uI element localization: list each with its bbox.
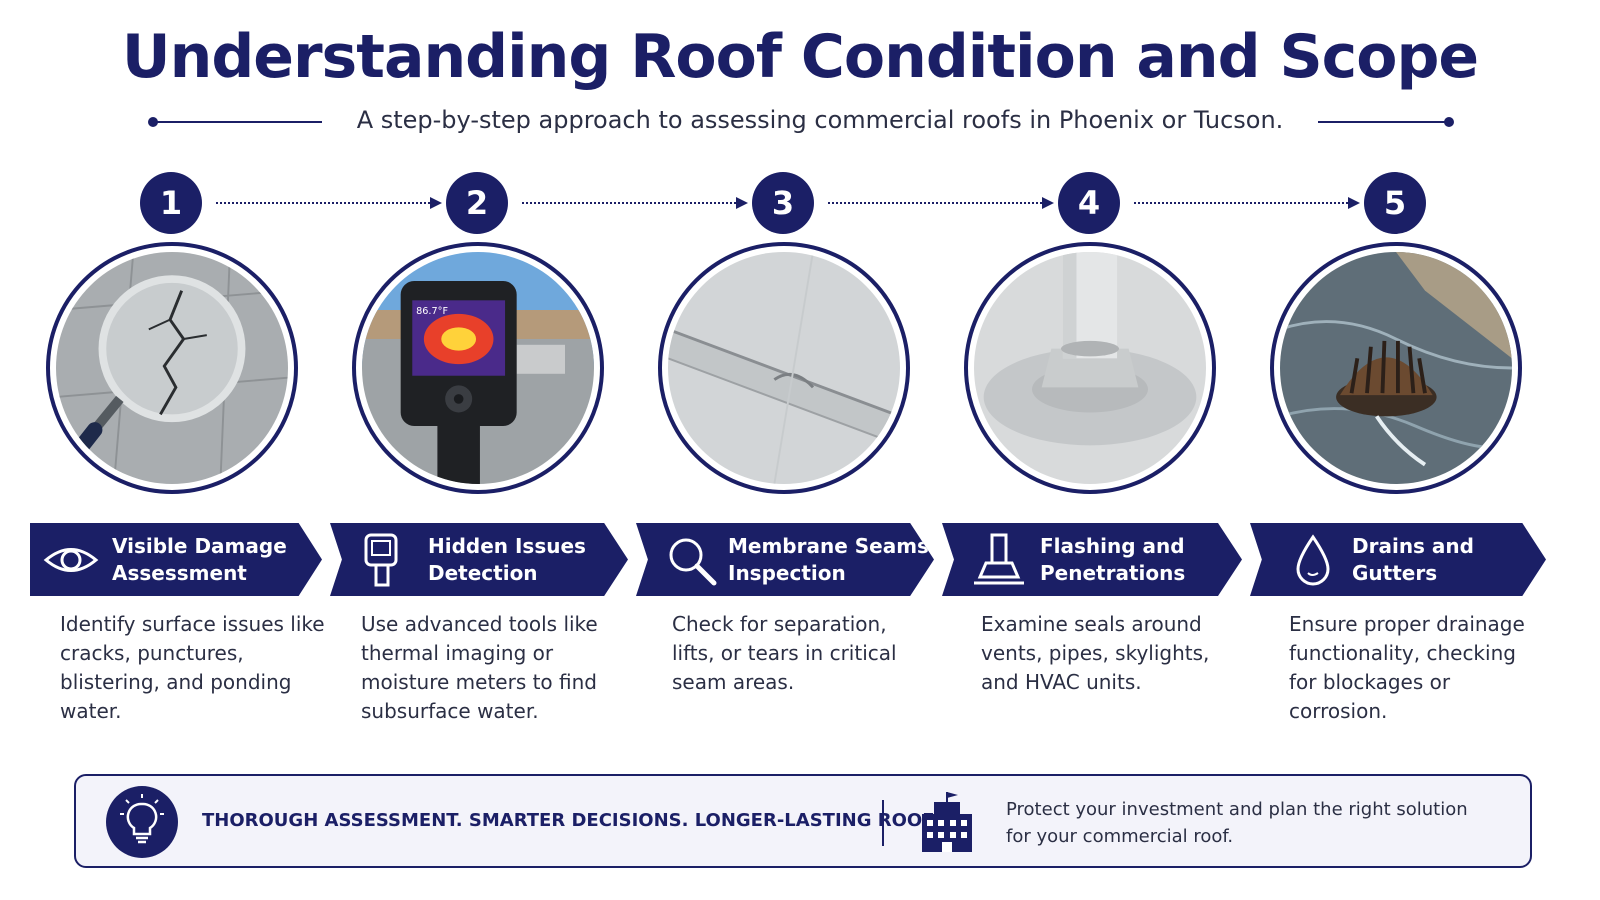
pipe-flashing-illustration [974,252,1206,484]
footer-panel: THOROUGH ASSESSMENT. SMARTER DECISIONS. … [74,774,1532,868]
step-arrow-2-3 [522,197,748,209]
membrane-seam-illustration [668,252,900,484]
footer-divider [882,800,884,846]
step-arrow-1-2 [216,197,442,209]
roof-drain-illustration [1280,252,1512,484]
step-description-4: Examine seals around vents, pipes, skyli… [981,612,1210,694]
page-title: Understanding Roof Condition and Scope [121,22,1479,92]
step-number-1: 1 [140,172,202,234]
page-subtitle: A step-by-step approach to assessing com… [356,106,1284,134]
thermal-reading: 86.7°F [416,306,448,317]
step-photo-4 [964,242,1216,494]
step-number-2: 2 [446,172,508,234]
step-arrow-4-5 [1134,197,1360,209]
step-number-4: 4 [1058,172,1120,234]
step-number-5: 5 [1364,172,1426,234]
water-drop-icon [1296,534,1330,586]
lightbulb-icon [106,786,178,858]
step-banner-1: Visible Damage Assessment [30,523,322,596]
step-arrow-3-4 [828,197,1054,209]
step-title-3: Membrane Seams Inspection [728,534,929,585]
step-title-4: Flashing and Penetrations [1040,534,1186,585]
step-photo-2: 86.7°F [352,242,604,494]
step-banner-3: Membrane Seams Inspection [636,523,934,596]
step-title-2: Hidden Issues Detection [428,534,586,585]
cracked-roof-magnifier-illustration [56,252,288,484]
step-title-1: Visible Damage Assessment [112,534,287,585]
footer-message: Protect your investment and plan the rig… [1006,799,1468,847]
eye-icon [43,548,99,572]
step-banner-2: Hidden Issues Detection [330,523,628,596]
subtitle-rule-left [152,121,322,123]
step-description-3: Check for separation, lifts, or tears in… [672,612,897,694]
subtitle-row: A step-by-step approach to assessing com… [0,104,1600,140]
magnifier-icon [669,538,717,586]
step-photo-3 [658,242,910,494]
step-banner-4: Flashing and Penetrations [942,523,1242,596]
step-banner-5: Drains and Gutters [1250,523,1546,596]
building-icon [922,792,972,852]
pipe-flashing-icon [974,533,1024,585]
subtitle-rule-right [1318,121,1450,123]
step-number-3: 3 [752,172,814,234]
step-photo-1 [46,242,298,494]
step-description-2: Use advanced tools like thermal imaging … [361,612,598,723]
footer-tagline: THOROUGH ASSESSMENT. SMARTER DECISIONS. … [202,810,955,831]
step-description-1: Identify surface issues like cracks, pun… [60,612,325,723]
step-photo-5 [1270,242,1522,494]
thermal-camera-icon [364,533,398,587]
step-title-5: Drains and Gutters [1352,534,1474,585]
step-description-5: Ensure proper drainage functionality, ch… [1289,612,1525,723]
thermal-camera-illustration: 86.7°F [362,252,594,484]
subtitle-dot-right [1444,117,1454,127]
